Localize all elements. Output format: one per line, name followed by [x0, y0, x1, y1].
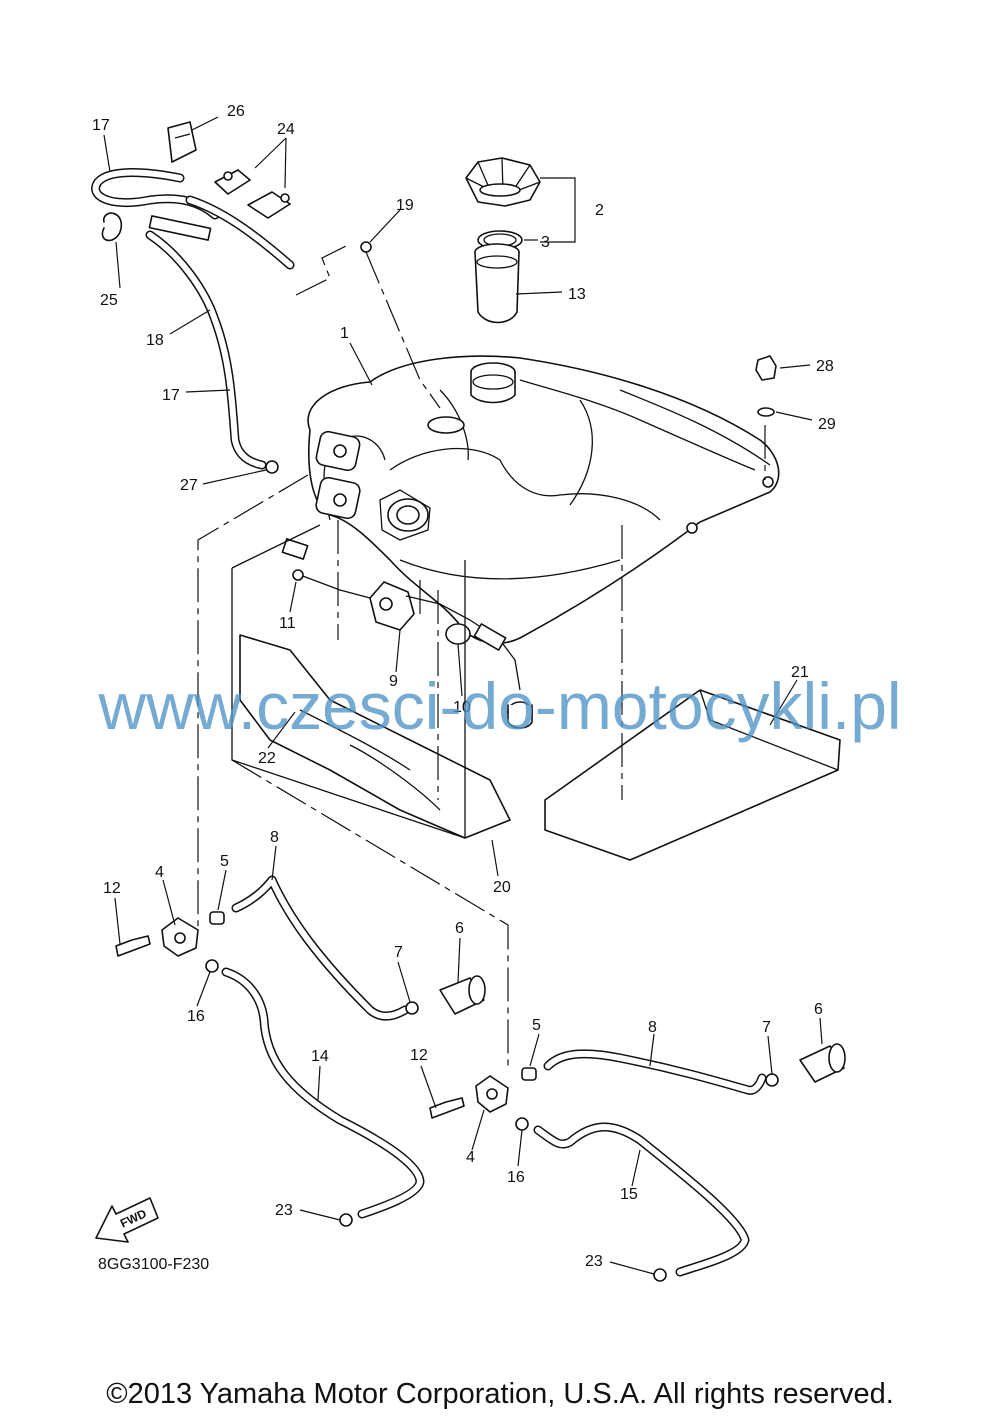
callout-15: 15: [620, 1186, 638, 1203]
callout-23: 23: [275, 1202, 293, 1219]
copyright-notice: ©2013 Yamaha Motor Corporation, U.S.A. A…: [106, 1378, 894, 1410]
callout-6: 6: [814, 1001, 823, 1018]
fuel-cap: [465, 157, 541, 207]
callout-27: 27: [180, 477, 198, 494]
diagram-code: 8GG3100-F230: [98, 1256, 210, 1273]
callout-5: 5: [532, 1017, 541, 1034]
callout-25: 25: [100, 292, 118, 309]
callout-16: 16: [507, 1169, 525, 1186]
fuel-sender-unit: [281, 538, 533, 729]
breather-hose-top: [91, 168, 295, 470]
callout-22: 22: [258, 750, 276, 767]
callout-13: 13: [568, 286, 586, 303]
callout-20: 20: [493, 879, 511, 896]
callout-8: 8: [648, 1019, 657, 1036]
callout-24: 24: [277, 121, 295, 138]
callout-5: 5: [220, 853, 229, 870]
callout-7: 7: [762, 1019, 771, 1036]
fuel-cock-left: [161, 917, 199, 957]
callout-12: 12: [103, 880, 121, 897]
fuel-cock-right: [475, 1075, 509, 1113]
callout-29: 29: [818, 416, 836, 433]
clamp-7-left: [405, 1001, 419, 1015]
callout-4: 4: [155, 864, 164, 881]
screw-11: [292, 569, 304, 581]
leader-lines: [103, 116, 823, 1275]
callout-4: 4: [466, 1149, 475, 1166]
clamp-19: [360, 241, 372, 253]
callout-16: 16: [187, 1008, 205, 1025]
callout-19: 19: [396, 197, 414, 214]
callout-9: 9: [389, 673, 398, 690]
hose-clip-26: [167, 121, 197, 163]
callout-1: 1: [340, 325, 349, 342]
callout-11: 11: [279, 615, 296, 632]
hose-clip-25: [101, 212, 123, 242]
callout-14: 14: [311, 1048, 329, 1065]
clamp-23-right: [653, 1268, 667, 1282]
fuel-filter-right: [799, 1043, 846, 1083]
callout-17: 17: [92, 117, 110, 134]
bolt-28: [755, 355, 777, 381]
callout-10: 10: [453, 699, 471, 716]
clamp-23-left: [339, 1213, 353, 1227]
website-watermark: www.czesci-do-motocykli.pl: [98, 669, 902, 743]
callout-12: 12: [410, 1047, 428, 1064]
fuel-filter-left: [439, 975, 486, 1015]
callout-2: 2: [595, 202, 604, 219]
seal-5-left: [209, 911, 225, 925]
seal-5-right: [521, 1067, 537, 1081]
fuel-tank: [307, 355, 780, 645]
bolt-12-right: [429, 1097, 465, 1119]
callout-3: 3: [541, 234, 550, 251]
clamp-16-right: [515, 1117, 529, 1131]
fuel-strainer: [474, 243, 520, 324]
callout-6: 6: [455, 920, 464, 937]
bolt-12-left: [115, 935, 151, 957]
callout-17: 17: [162, 387, 180, 404]
callout-labels: 1 2 3 4 4 5 5 6 6 7 7 8 8 9 10 11 12 12 …: [92, 103, 836, 1270]
heat-shield-20: [239, 634, 511, 839]
callout-21: 21: [791, 664, 809, 681]
callout-18: 18: [146, 332, 164, 349]
callout-26: 26: [227, 103, 245, 120]
clamp-16-left: [205, 959, 219, 973]
callout-7: 7: [394, 944, 403, 961]
callout-28: 28: [816, 358, 834, 375]
clamp-7-right: [765, 1073, 779, 1087]
clamp-27: [265, 460, 279, 474]
callout-23: 23: [585, 1253, 603, 1270]
callout-8: 8: [270, 829, 279, 846]
washer-29: [757, 407, 775, 417]
forward-direction-arrow: FWD: [95, 1197, 159, 1243]
hose-clips-24: [214, 169, 291, 219]
